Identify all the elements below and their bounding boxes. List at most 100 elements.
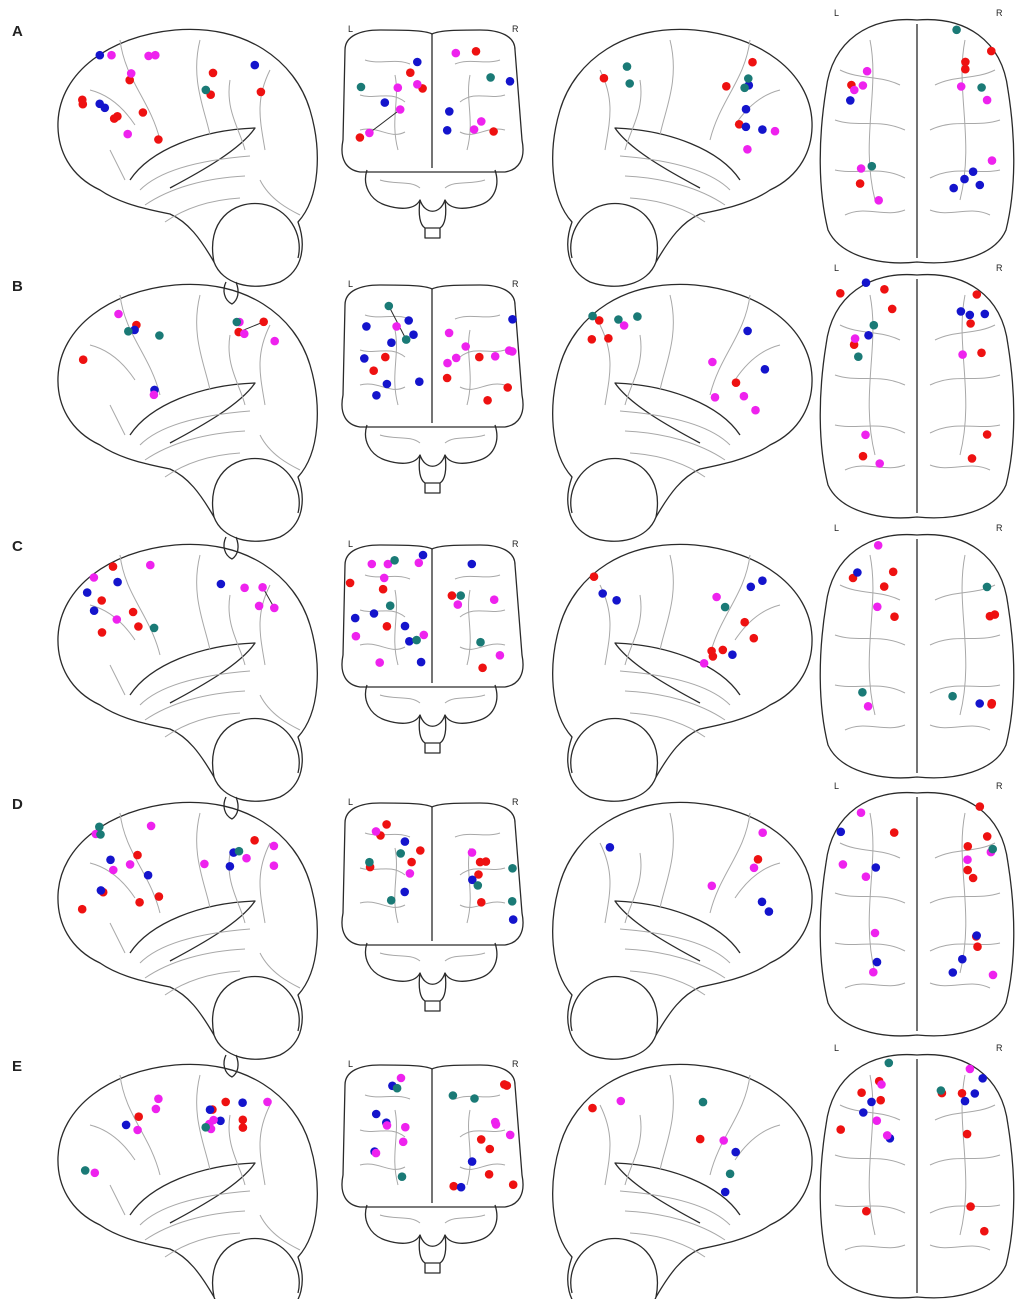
teal-node: [412, 635, 421, 645]
red-node: [961, 64, 970, 74]
blue-node: [605, 843, 615, 852]
blue-node: [360, 354, 369, 363]
brain-coronal: [341, 1064, 524, 1274]
blue-node: [960, 1096, 970, 1106]
magenta-node: [708, 357, 717, 367]
panel-letter: A: [12, 23, 23, 40]
blue-node: [400, 887, 410, 897]
blue-node: [764, 907, 774, 916]
axial-left-label: L: [834, 781, 839, 791]
blue-node: [965, 310, 975, 320]
teal-node: [232, 317, 242, 327]
node-layer: [80, 1058, 989, 1236]
brain-lateral-right: [552, 543, 813, 802]
magenta-node: [758, 828, 767, 837]
teal-node: [486, 73, 495, 82]
magenta-node: [444, 328, 454, 338]
magenta-node: [451, 353, 461, 363]
magenta-node: [850, 334, 860, 343]
blue-node: [95, 50, 105, 60]
red-node: [876, 1095, 885, 1105]
panel-e: E L R L R: [12, 1043, 1015, 1299]
teal-node: [386, 896, 396, 905]
coronal-right-label: R: [512, 1059, 519, 1069]
teal-node: [365, 857, 374, 867]
blue-node: [872, 957, 882, 967]
magenta-node: [869, 967, 878, 977]
brain-axial: [819, 1053, 1015, 1299]
magenta-node: [469, 125, 479, 134]
teal-node: [614, 315, 623, 324]
teal-node: [867, 161, 877, 171]
red-node: [477, 898, 486, 907]
red-node: [406, 68, 415, 77]
blue-node: [972, 931, 981, 940]
brain-lateral-right: [552, 801, 813, 1060]
blue-node: [225, 862, 235, 871]
blue-node: [404, 316, 414, 325]
magenta-node: [856, 164, 866, 173]
magenta-node: [269, 841, 279, 851]
brain-axial: [819, 791, 1015, 1037]
magenta-node: [882, 1131, 892, 1140]
red-node: [108, 562, 118, 571]
node-layer: [77, 802, 998, 980]
red-node: [968, 873, 978, 883]
red-node: [987, 46, 996, 56]
teal-node: [448, 1091, 458, 1100]
magenta-node: [109, 865, 118, 875]
blue-node: [956, 307, 966, 316]
teal-node: [470, 1094, 479, 1103]
red-node: [475, 857, 485, 867]
magenta-node: [154, 1094, 163, 1104]
red-node: [857, 1088, 866, 1097]
magenta-node: [838, 860, 848, 869]
node-layer: [82, 541, 1000, 711]
magenta-node: [453, 600, 463, 609]
blue-node: [975, 180, 985, 190]
magenta-node: [392, 322, 401, 331]
magenta-node: [149, 390, 159, 400]
red-node: [889, 828, 899, 837]
red-node: [973, 942, 982, 951]
blue-node: [871, 863, 881, 872]
brain-coronal: [341, 802, 524, 1012]
magenta-node: [988, 970, 998, 980]
red-node: [836, 1125, 845, 1134]
blue-node: [418, 550, 428, 560]
teal-node: [96, 830, 105, 839]
red-node: [133, 850, 142, 860]
magenta-node: [89, 573, 99, 582]
magenta-node: [269, 861, 279, 870]
magenta-node: [419, 630, 429, 640]
blue-node: [95, 99, 104, 109]
magenta-node: [90, 1168, 100, 1178]
teal-node: [948, 691, 957, 701]
blue-node: [106, 855, 115, 865]
magenta-node: [263, 1097, 272, 1107]
red-node: [753, 855, 763, 864]
coronal-right-label: R: [512, 279, 519, 289]
magenta-node: [401, 1122, 410, 1132]
magenta-node: [398, 1137, 408, 1147]
blue-node: [960, 174, 969, 184]
magenta-node: [125, 860, 135, 869]
red-node: [718, 645, 728, 655]
red-node: [836, 289, 845, 298]
blue-node: [369, 609, 379, 618]
red-node: [125, 75, 134, 85]
blue-node: [362, 322, 371, 331]
red-node: [128, 607, 138, 617]
magenta-node: [874, 196, 883, 205]
blue-node: [508, 915, 518, 924]
red-node: [957, 1089, 967, 1098]
blue-node: [442, 126, 452, 135]
magenta-node: [240, 329, 249, 339]
node-layer: [78, 25, 997, 205]
magenta-node: [461, 342, 471, 351]
red-node: [154, 135, 163, 144]
magenta-node: [963, 855, 972, 864]
panel-c: C L R L R: [12, 523, 1015, 820]
blue-node: [968, 167, 978, 176]
